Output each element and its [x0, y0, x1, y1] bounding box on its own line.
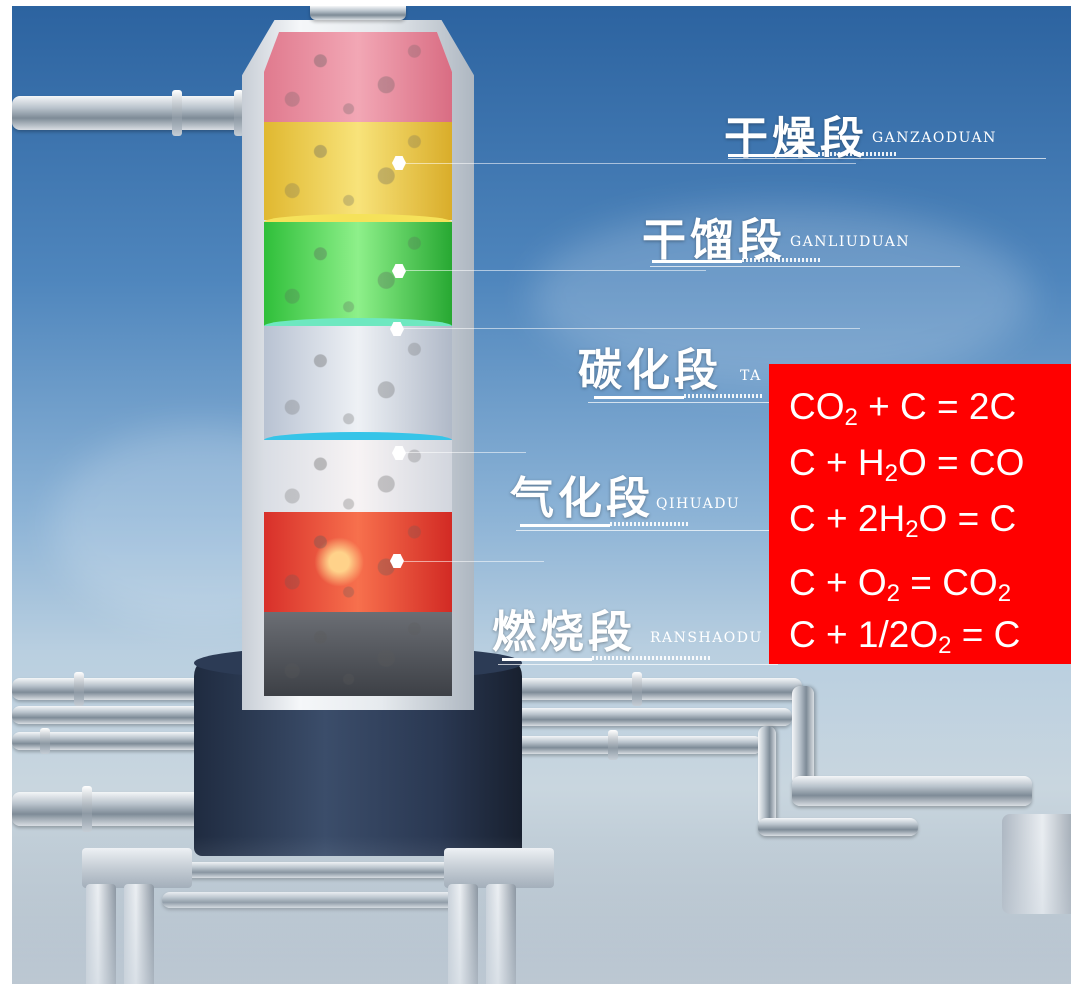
stage-ticks [592, 656, 712, 660]
eq-subscript: 2 [884, 460, 898, 487]
exhaust-pipe [12, 96, 252, 130]
eq-text: CO [789, 386, 845, 427]
stage-underline [502, 658, 592, 661]
stage-underline [652, 260, 742, 263]
stage-name: 干馏段 [642, 215, 786, 266]
eq-text: C + H [789, 442, 885, 483]
equation-1: CO2 + C = 2C [789, 386, 1017, 431]
zone-carbonization [264, 326, 452, 442]
top-cap [310, 6, 406, 20]
stage-ticks [818, 152, 898, 156]
stage-underline [520, 524, 610, 527]
leader-line [406, 163, 856, 164]
stage-pinyin: QIHUADU [656, 496, 741, 512]
leader-line [406, 270, 706, 271]
stage-rule [728, 158, 1046, 159]
eq-text: = C [951, 614, 1021, 655]
pipe-flange [74, 672, 84, 706]
zone-marker [392, 264, 406, 278]
zone-drying [264, 122, 452, 220]
pipe-flange [172, 90, 182, 136]
stage-name: 气化段 [510, 473, 654, 524]
eq-text: O = C [918, 498, 1017, 539]
zone-top [264, 32, 452, 128]
zone-combustion [264, 512, 452, 612]
pipe [512, 708, 792, 726]
pipe-flange [234, 90, 244, 136]
eq-text: C + O [789, 562, 887, 603]
stage-rule [498, 664, 778, 665]
stage-pinyin: GANZAODUAN [872, 130, 997, 146]
pipe-flange [632, 672, 642, 706]
zone-marker [392, 156, 406, 170]
stage-rule [588, 402, 788, 403]
stage-underline [728, 154, 818, 157]
zone-pyrolysis [264, 222, 452, 328]
pipe-flange [40, 728, 50, 754]
eq-text: = CO [900, 562, 998, 603]
reactor-core [264, 32, 452, 696]
eq-text: C + 2H [789, 498, 906, 539]
pipe [12, 792, 202, 826]
eq-subscript: 2 [997, 580, 1012, 607]
zone-ash [264, 612, 452, 696]
haze [532, 206, 1032, 386]
eq-subscript: 2 [905, 516, 919, 543]
zone-marker [390, 554, 404, 568]
eq-subscript: 2 [844, 404, 858, 431]
eq-text: O = CO [897, 442, 1025, 483]
equation-5: C + 1/2O2 = C [789, 614, 1021, 659]
pipe [12, 678, 202, 700]
pipe [512, 678, 802, 700]
eq-subscript: 2 [886, 580, 901, 607]
pipe [512, 736, 762, 754]
stage-pinyin: RANSHAODU [650, 630, 763, 646]
eq-text: C + 1/2O [789, 614, 939, 655]
pipe [12, 706, 202, 724]
reaction-equations-box: CO2 + C = 2C C + H2O = CO C + 2H2O = C C… [769, 364, 1071, 664]
stage-ticks [610, 522, 690, 526]
leader-line [404, 328, 860, 329]
leader-line [406, 452, 526, 453]
stage-pinyin: TA [740, 368, 762, 384]
stage-rule [650, 266, 960, 267]
zone-gasification [264, 440, 452, 520]
stage-name: 碳化段 [578, 345, 722, 396]
pipe-flange [608, 730, 618, 760]
leader-line [404, 561, 544, 562]
stage-ticks [684, 394, 764, 398]
floor-reflection [12, 836, 1071, 984]
zone-marker [390, 322, 404, 336]
stage-pinyin: GANLIUDUAN [790, 234, 911, 250]
pipe [792, 686, 814, 786]
stage-rule [516, 530, 776, 531]
pipe [12, 732, 202, 750]
pipe-flange [82, 786, 92, 832]
zone-marker [392, 446, 406, 460]
stage-underline [594, 396, 684, 399]
eq-text: + C = 2C [857, 386, 1017, 427]
equation-4: C + O2 = CO2 [789, 562, 1012, 607]
gasifier-diagram: 干燥段 GANZAODUAN 干馏段 GANLIUDUAN 碳化段 TA 气化段… [12, 6, 1071, 984]
pipe [758, 818, 918, 836]
stage-name: 燃烧段 [492, 607, 636, 658]
eq-subscript: 2 [938, 632, 952, 659]
equation-3: C + 2H2O = C [789, 498, 1017, 543]
pipe [792, 776, 1032, 806]
equation-2: C + H2O = CO [789, 442, 1025, 487]
stage-ticks [742, 258, 822, 262]
pipe [758, 726, 776, 826]
